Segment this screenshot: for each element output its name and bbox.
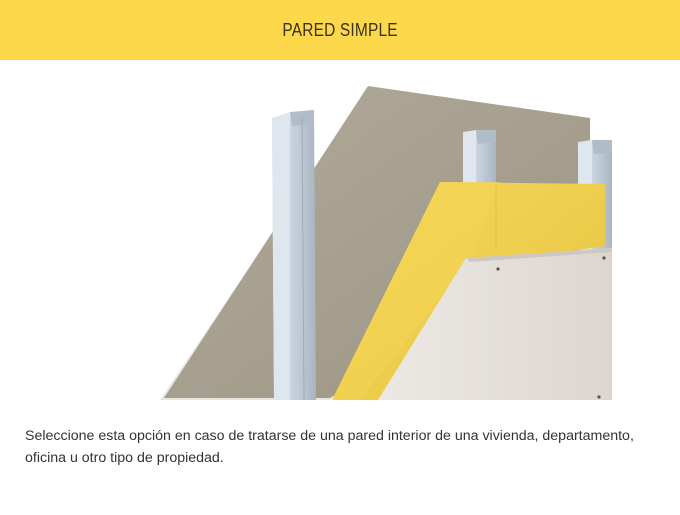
steel-stud-left: [272, 110, 316, 400]
card-title: PARED SIMPLE: [282, 19, 398, 40]
insulation-layer: [332, 182, 605, 400]
card-header: PARED SIMPLE: [0, 0, 680, 60]
option-description: Seleccione esta opción en caso de tratar…: [25, 428, 634, 466]
wall-illustration: [0, 60, 680, 400]
front-gypsum-board: [378, 248, 612, 400]
